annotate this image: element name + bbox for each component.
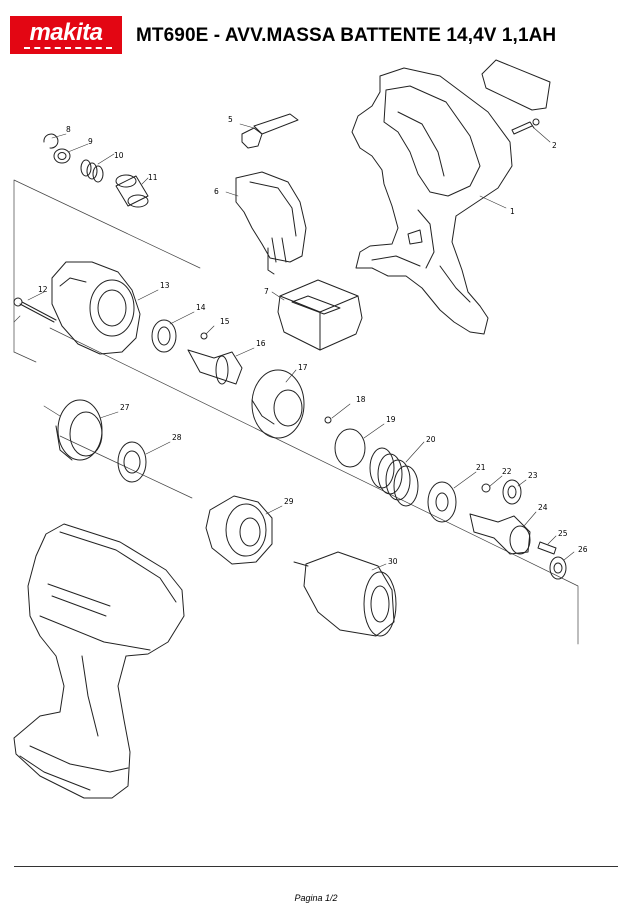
assembly-guide-lines <box>13 179 579 645</box>
part-label-15: 15 <box>220 317 230 326</box>
spindle-part <box>469 513 531 555</box>
gear-housing-part <box>205 495 273 565</box>
makita-logo: makita <box>10 16 122 54</box>
ball-part-18 <box>324 416 332 424</box>
part-label-18: 18 <box>356 395 366 404</box>
part-label-2: 2 <box>552 141 557 150</box>
circlip-part <box>43 133 59 149</box>
part-label-22: 22 <box>502 467 512 476</box>
hammer-part <box>251 369 305 439</box>
washer-part-14 <box>151 319 177 353</box>
motor-part <box>293 551 397 637</box>
housing-part <box>351 67 513 335</box>
pin-part <box>537 541 557 555</box>
exploded-parts-diagram: 1 2 5 6 7 8 9 10 11 12 13 14 15 16 17 18… <box>0 56 632 860</box>
part-label-13: 13 <box>160 281 170 290</box>
part-label-19: 19 <box>386 415 396 424</box>
lever-part <box>241 113 299 149</box>
o-ring-part <box>334 428 366 468</box>
washer-part-26 <box>549 556 567 580</box>
part-label-23: 23 <box>528 471 538 480</box>
part-label-1: 1 <box>510 207 515 216</box>
part-label-24: 24 <box>538 503 548 512</box>
part-label-28: 28 <box>172 433 182 442</box>
long-screw-part <box>13 297 57 323</box>
spring-part-10 <box>80 159 104 183</box>
part-label-26: 26 <box>578 545 588 554</box>
part-label-17: 17 <box>298 363 308 372</box>
switch-part <box>235 171 307 275</box>
ring-part-27 <box>55 399 103 461</box>
washer-part-21 <box>427 481 457 523</box>
part-label-11: 11 <box>148 173 158 182</box>
part-label-16: 16 <box>256 339 266 348</box>
part-label-27: 27 <box>120 403 130 412</box>
sleeve-part <box>115 174 149 208</box>
part-label-20: 20 <box>426 435 436 444</box>
page-number: Pagina 1/2 <box>294 893 338 903</box>
footer-divider <box>14 866 618 867</box>
label-plate-part <box>481 59 551 111</box>
ball-part-15 <box>200 332 208 340</box>
part-number-labels: 1 2 5 6 7 8 9 10 11 12 13 14 15 16 17 18… <box>38 115 588 566</box>
leader-lines <box>27 123 575 571</box>
part-label-8: 8 <box>66 125 71 134</box>
part-label-6: 6 <box>214 187 219 196</box>
part-label-5: 5 <box>228 115 233 124</box>
ball-part-22 <box>481 483 491 493</box>
bearing-part <box>117 441 147 483</box>
part-label-10: 10 <box>114 151 124 160</box>
logo-underline <box>24 47 112 51</box>
part-label-21: 21 <box>476 463 486 472</box>
part-label-7: 7 <box>264 287 269 296</box>
part-label-30: 30 <box>388 557 398 566</box>
hammer-case-part <box>51 261 141 355</box>
assembled-tool-illustration <box>13 523 185 799</box>
part-label-29: 29 <box>284 497 294 506</box>
part-label-12: 12 <box>38 285 48 294</box>
terminal-block-part <box>277 279 363 351</box>
logo-wordmark: makita <box>29 19 103 46</box>
page-header: makita MT690E - AVV.MASSA BATTENTE 14,4V… <box>0 0 632 62</box>
part-label-9: 9 <box>88 137 93 146</box>
part-label-14: 14 <box>196 303 206 312</box>
part-label-25: 25 <box>558 529 568 538</box>
gear-part <box>502 479 522 505</box>
page-title: MT690E - AVV.MASSA BATTENTE 14,4V 1,1AH <box>136 25 557 46</box>
screw-part <box>511 118 540 135</box>
anvil-part <box>187 349 243 385</box>
spring-part-20 <box>369 447 419 507</box>
washer-part-9 <box>53 148 71 164</box>
